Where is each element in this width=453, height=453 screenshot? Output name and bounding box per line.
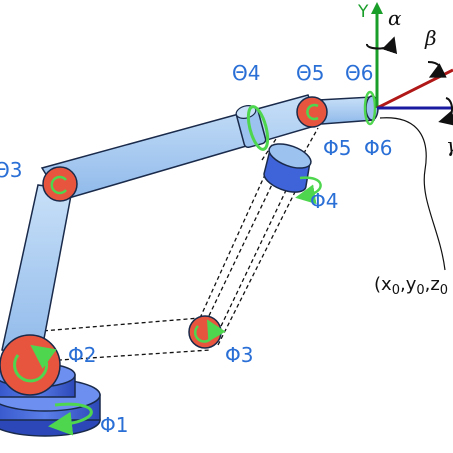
- joint-theta4: [246, 105, 270, 151]
- joint-theta6: [363, 90, 377, 126]
- theta5-label: Θ5: [296, 61, 324, 85]
- phi6-label: Φ6: [364, 136, 392, 160]
- wrist-cylinder: [263, 143, 312, 193]
- beta-rotation-arrow: [427, 61, 447, 78]
- gamma-rotation-arrow: [438, 97, 453, 126]
- theta3-label: Θ3: [0, 158, 22, 182]
- joint-elbow: [42, 166, 78, 202]
- target-point-label: (x0,y0,z0: [374, 274, 448, 298]
- theta6-label: Θ6: [345, 61, 373, 85]
- alpha-label: α: [388, 6, 402, 30]
- y-axis-label: Y: [357, 2, 369, 22]
- phi4-rotation-arrow: [295, 176, 322, 205]
- joint-theta5: [296, 96, 328, 128]
- lower-arm-link: [1, 184, 73, 361]
- target-pointer-line: [379, 117, 446, 271]
- coordinate-axes: [366, 2, 453, 126]
- beta-label: β: [424, 26, 437, 50]
- x-axis: [376, 68, 453, 110]
- joint-shoulder: [0, 334, 61, 396]
- phi3-label: Φ3: [225, 343, 253, 367]
- phi5-label: Φ5: [323, 136, 351, 160]
- phi2-label: Φ2: [68, 343, 96, 367]
- phi1-rotation-arrow: [48, 402, 93, 436]
- phi4-label: Φ4: [310, 189, 338, 213]
- gamma-label: γ: [446, 133, 453, 157]
- alpha-rotation-arrow: [366, 36, 398, 55]
- phi1-label: Φ1: [100, 413, 128, 437]
- joint-phi3: [188, 315, 226, 349]
- theta4-label: Θ4: [232, 61, 260, 85]
